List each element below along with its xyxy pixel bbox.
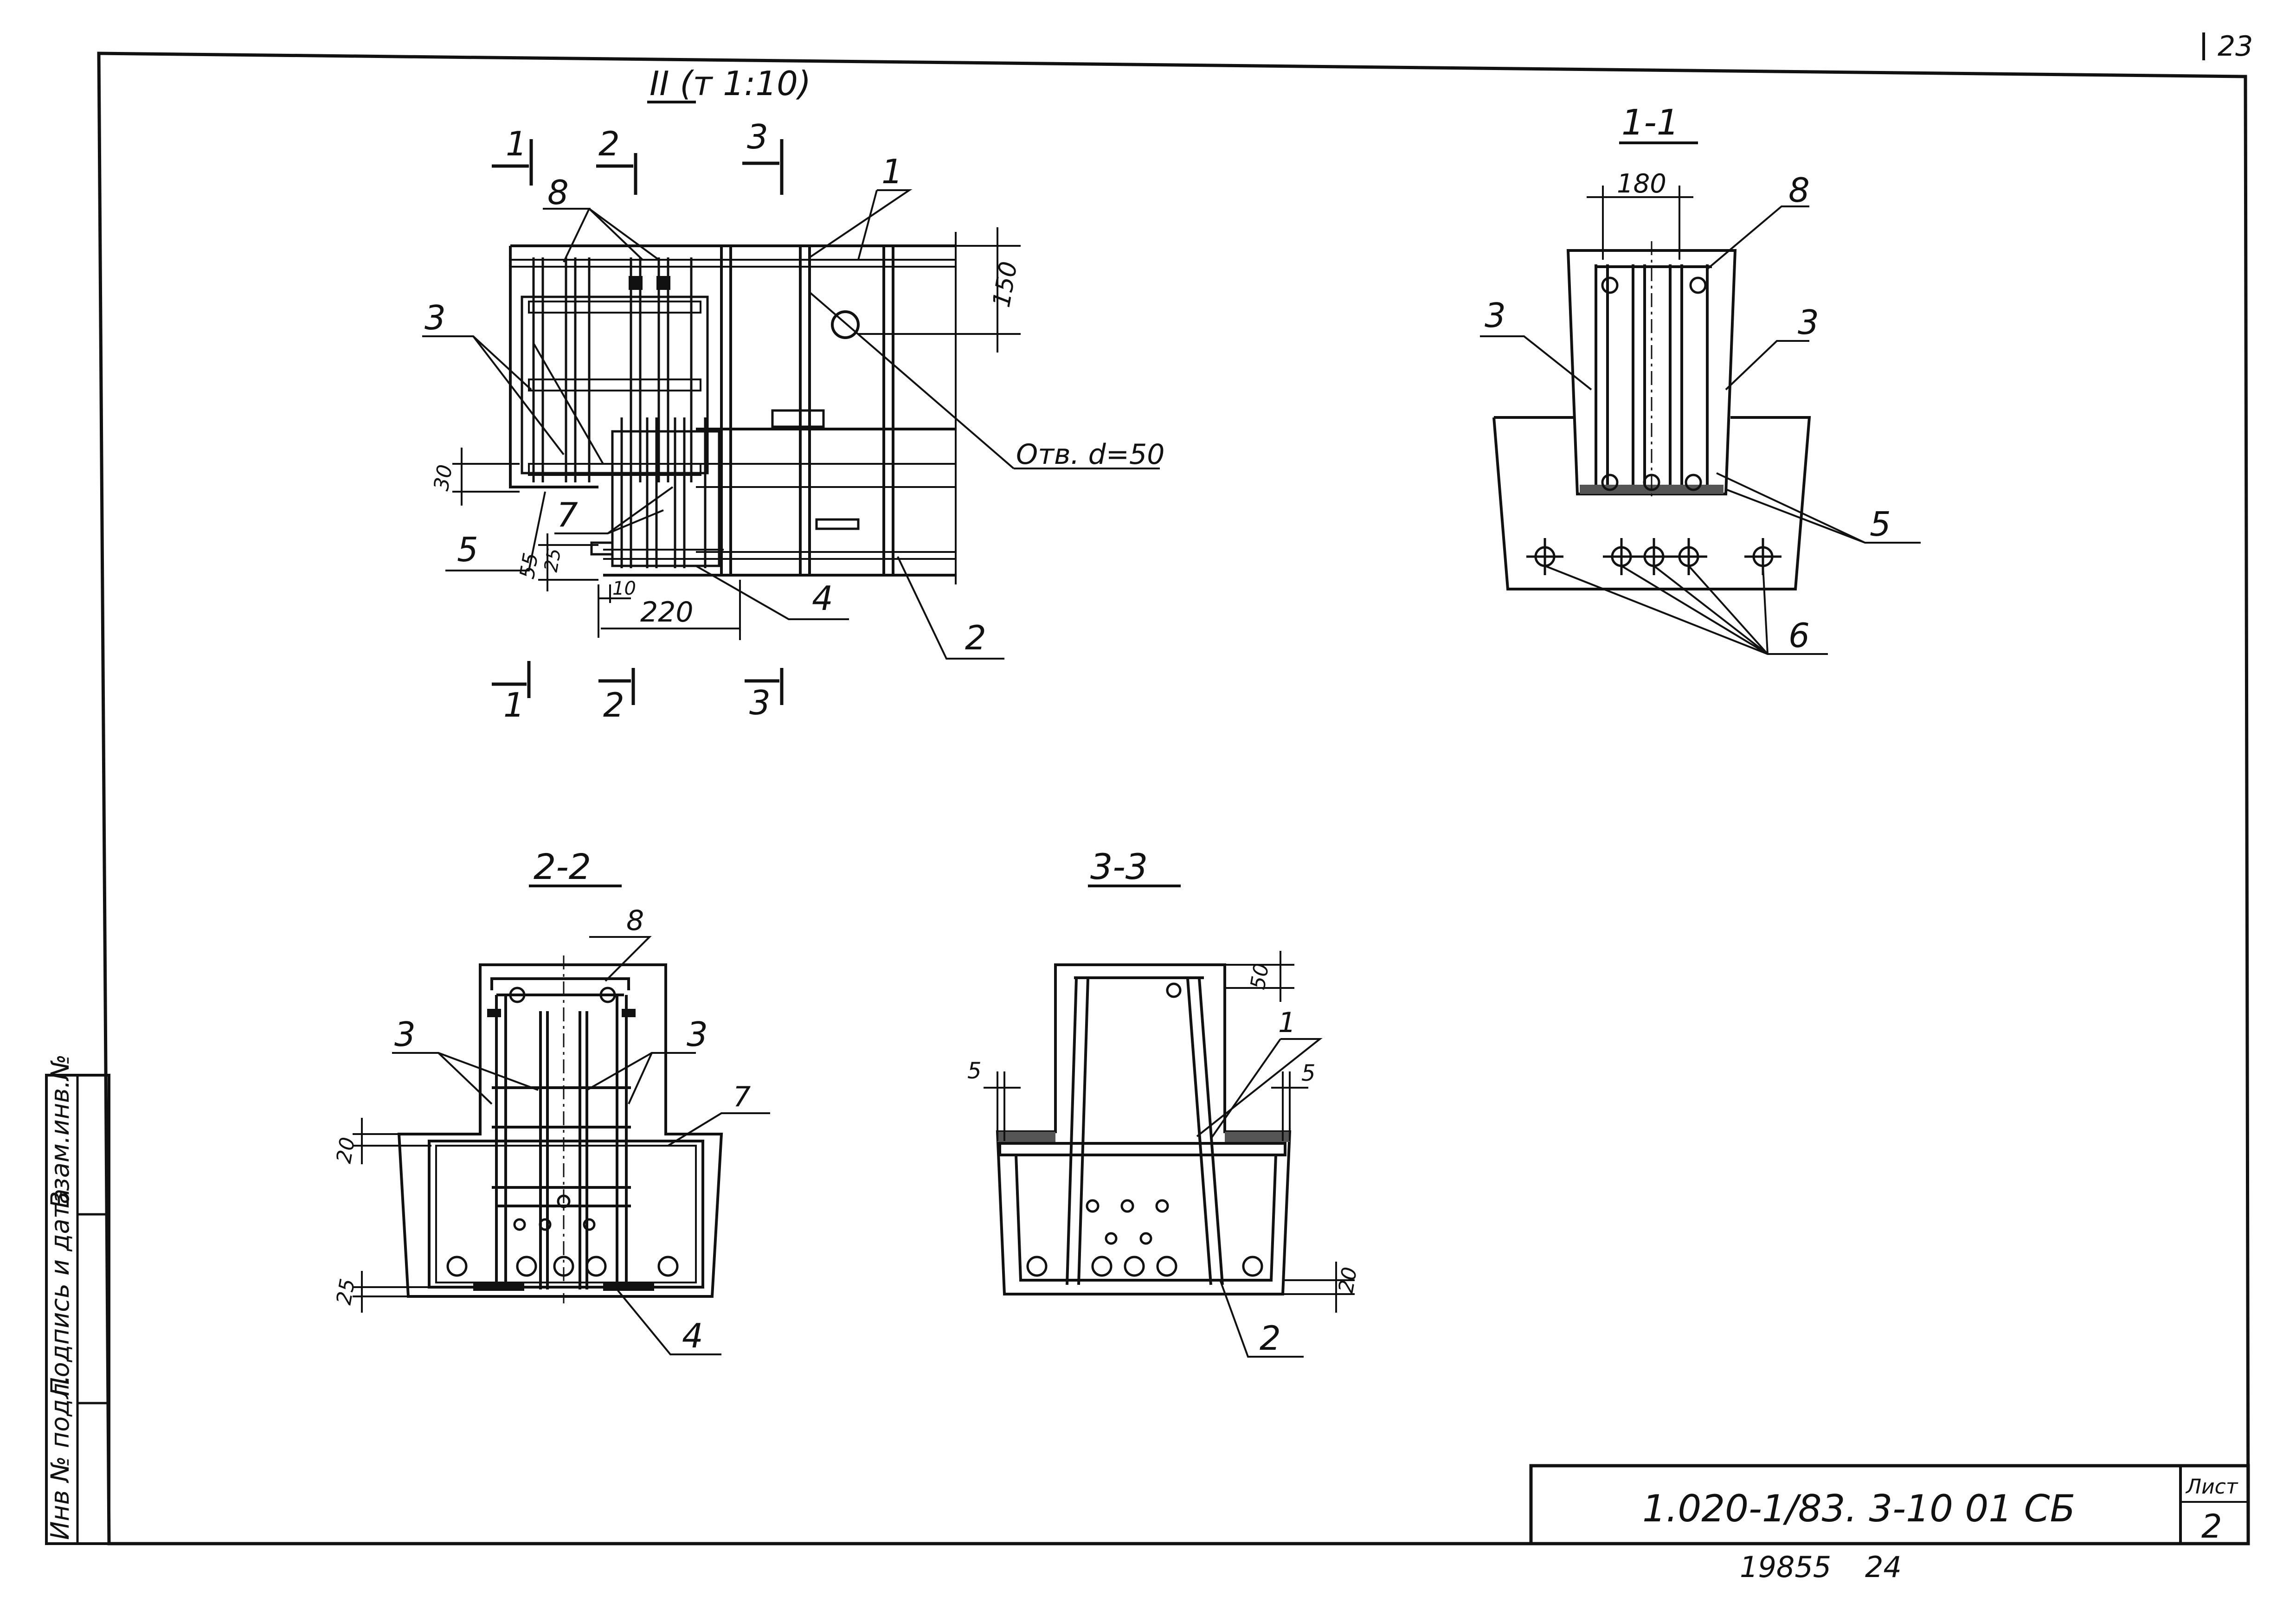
dim-25-main: 25: [540, 547, 566, 574]
cut-1-bottom: 1: [503, 686, 525, 725]
stamp-sign-date: Подпись и дата: [45, 1189, 75, 1396]
pos-7-main: 7: [557, 495, 578, 534]
pos-5-main: 5: [457, 530, 478, 569]
dim-30: 30: [430, 463, 457, 493]
pos-8-s11: 8: [1788, 171, 1810, 210]
pos-8-s22: 8: [626, 904, 644, 937]
pos-3-s11-right: 3: [1798, 303, 1819, 342]
footer-number: 19855: [1740, 1550, 1831, 1584]
sheet-designation: 1.020-1/83. 3-10 01 СБ: [1642, 1487, 2075, 1530]
footer-format: 24: [1865, 1550, 1902, 1584]
section-1-1-title: 1-1: [1621, 102, 1679, 143]
pos-5-s11: 5: [1870, 505, 1891, 544]
section-3-3: 3-3: [967, 846, 1362, 1358]
dim-50: 50: [1246, 962, 1274, 991]
dim-20-s33: 20: [1334, 1265, 1362, 1295]
pos-3-main: 3: [424, 298, 446, 337]
sheet-frame: [45, 32, 2250, 1545]
dim-5-right: 5: [1301, 1060, 1316, 1086]
sheet-number: 2: [2201, 1507, 2222, 1545]
pos-3-s22-left: 3: [394, 1015, 416, 1054]
pos-3-s11-left: 3: [1485, 296, 1506, 335]
main-view-title: II (т 1:10): [650, 64, 811, 103]
dim-10: 10: [612, 578, 636, 599]
main-view: II (т 1:10): [422, 64, 1164, 725]
cut-2-bottom: 2: [603, 686, 624, 725]
cut-2-top: 2: [598, 124, 620, 163]
dim-25-s22: 25: [332, 1277, 360, 1307]
pos-2-s33: 2: [1260, 1319, 1281, 1358]
pos-7-s22: 7: [733, 1081, 751, 1113]
pos-6-s11: 6: [1788, 616, 1810, 655]
section-3-3-title: 3-3: [1090, 846, 1148, 887]
section-2-2: 2-2: [332, 846, 770, 1355]
section-2-2-title: 2-2: [534, 846, 591, 887]
dim-180: 180: [1617, 169, 1666, 199]
pos-4-s22: 4: [682, 1316, 703, 1355]
stamp-replace-inv: Взам.инв.№: [45, 1054, 75, 1208]
pos-1-s33: 1: [1278, 1007, 1296, 1039]
pos-3-s22-right: 3: [687, 1015, 708, 1054]
dim-150: 150: [988, 259, 1023, 309]
hole-label: Отв. d=50: [1016, 438, 1164, 471]
section-1-1: 1-1: [1480, 102, 1921, 655]
dim-55: 55: [515, 551, 543, 581]
sheet-corner-number: 23: [2218, 30, 2253, 63]
dim-5-left: 5: [967, 1058, 982, 1084]
stamp-inv-orig: Инв № подл.: [45, 1375, 75, 1540]
pos-1-main: 1: [881, 152, 903, 191]
cut-1-top: 1: [506, 124, 527, 163]
dim-220: 220: [640, 596, 694, 628]
cut-3-bottom: 3: [749, 683, 771, 722]
cut-3-top: 3: [747, 117, 768, 156]
pos-4-main: 4: [812, 579, 833, 618]
pos-2-main: 2: [965, 618, 986, 657]
pos-8-main: 8: [547, 173, 569, 212]
sheet-label: Лист: [2185, 1475, 2238, 1499]
dim-20-s22: 20: [332, 1135, 360, 1165]
